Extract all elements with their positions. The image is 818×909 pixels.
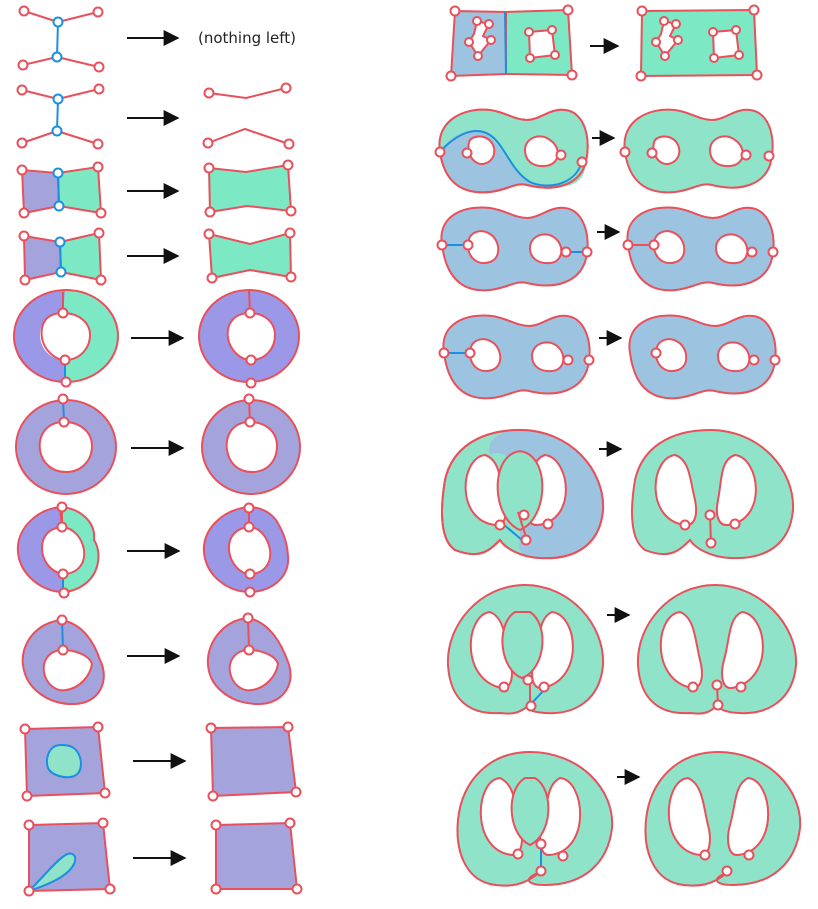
step-r1-before xyxy=(445,4,578,82)
step-4-before xyxy=(18,227,107,286)
step-r5 xyxy=(441,428,795,560)
step-r6 xyxy=(446,583,798,715)
step-2-after xyxy=(202,82,295,150)
step-10 xyxy=(23,817,303,897)
step-r2-after xyxy=(619,108,775,194)
step-2-before xyxy=(16,83,105,150)
step-6-before xyxy=(15,393,117,495)
step-r1-after xyxy=(635,4,763,82)
step-8-before xyxy=(21,614,105,706)
step-7-before xyxy=(16,501,100,599)
step-5-after xyxy=(198,289,300,389)
step-10-after xyxy=(210,817,303,895)
step-9 xyxy=(19,721,302,802)
step-8-after xyxy=(206,612,292,706)
step-8 xyxy=(21,612,292,706)
step-r5-after xyxy=(631,428,795,560)
step-10-before xyxy=(23,817,116,897)
step-r2-before xyxy=(434,108,589,194)
step-r7-before xyxy=(456,750,614,887)
step-6 xyxy=(15,393,301,495)
step-r3-before xyxy=(436,206,593,292)
step-7-after xyxy=(202,502,290,598)
step-r5-before xyxy=(441,428,605,560)
step-1: (nothing left) xyxy=(17,5,296,73)
step-9-after xyxy=(205,721,302,802)
step-4 xyxy=(18,227,297,286)
step-7 xyxy=(16,501,290,599)
step-5 xyxy=(13,289,300,389)
step-5-before xyxy=(13,289,119,388)
step-r3-after xyxy=(622,206,779,292)
step-r4-after xyxy=(628,314,781,400)
step-2 xyxy=(16,82,295,150)
step-3-before xyxy=(16,161,107,219)
step-r4 xyxy=(438,314,781,400)
step-6-after xyxy=(201,393,301,495)
step-r6-before xyxy=(446,583,605,715)
step-r4-before xyxy=(438,314,595,400)
step-r6-after xyxy=(636,583,798,715)
step-3-after xyxy=(203,159,297,218)
step-1-before xyxy=(17,5,105,73)
step-r2 xyxy=(434,108,775,194)
nothing-left-label: (nothing left) xyxy=(198,29,296,47)
step-9-before xyxy=(19,721,111,802)
step-r3 xyxy=(436,206,779,292)
step-4-after xyxy=(203,227,297,284)
step-r1 xyxy=(445,4,763,82)
step-r7 xyxy=(456,750,802,887)
step-3 xyxy=(16,159,297,219)
step-r7-after xyxy=(644,750,802,887)
